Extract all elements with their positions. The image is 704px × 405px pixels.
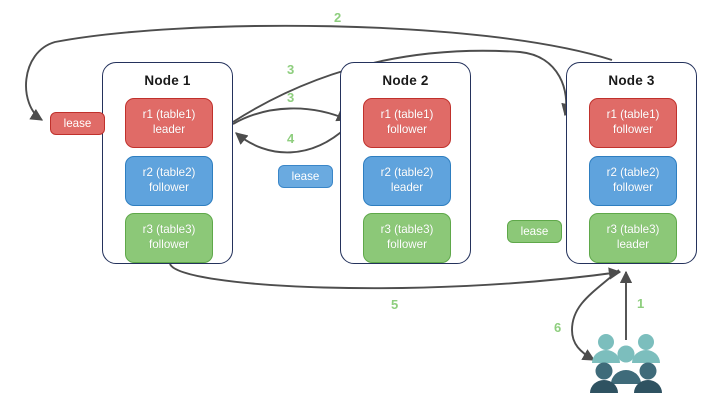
replica-role: follower — [149, 181, 189, 194]
replica-node3-r2[interactable]: r2 (table2) follower — [589, 156, 677, 206]
replica-node2-r3[interactable]: r3 (table3) follower — [363, 213, 451, 263]
replica-node1-r1[interactable]: r1 (table1) leader — [125, 98, 213, 148]
replica-role: follower — [149, 238, 189, 251]
lease-badge-blue[interactable]: lease — [278, 165, 333, 188]
replica-node2-r1[interactable]: r1 (table1) follower — [363, 98, 451, 148]
replica-role: follower — [387, 238, 427, 251]
replica-name: r2 (table2) — [380, 166, 434, 180]
node-box-1[interactable]: Node 1 r1 (table1) leader r2 (table2) fo… — [102, 62, 233, 264]
arrow-step-4 — [235, 125, 349, 154]
arrow-step-3-upper — [232, 49, 574, 123]
node-box-3[interactable]: Node 3 r1 (table1) follower r2 (table2) … — [566, 62, 697, 264]
node-title: Node 1 — [144, 73, 191, 88]
replica-role: follower — [613, 181, 653, 194]
replica-name: r2 (table2) — [142, 166, 196, 180]
replica-node2-r2[interactable]: r2 (table2) leader — [363, 156, 451, 206]
arrow-step-3-lower — [232, 107, 350, 125]
replica-name: r1 (table1) — [380, 108, 434, 122]
step-label-5: 5 — [391, 297, 399, 312]
replica-role: leader — [152, 123, 186, 136]
replica-role: follower — [613, 123, 653, 136]
step-label-4: 4 — [287, 131, 295, 146]
lease-label: lease — [63, 117, 92, 130]
replica-node1-r2[interactable]: r2 (table2) follower — [125, 156, 213, 206]
node-title: Node 2 — [382, 73, 429, 88]
replica-role: follower — [387, 123, 427, 136]
arrow-step-5 — [169, 263, 622, 290]
lease-badge-green[interactable]: lease — [507, 220, 562, 243]
replica-name: r1 (table1) — [606, 108, 660, 122]
arrow-step-2 — [25, 24, 613, 121]
replica-name: r3 (table3) — [606, 223, 660, 237]
replica-name: r3 (table3) — [142, 223, 196, 237]
lease-badge-red[interactable]: lease — [50, 112, 105, 135]
replica-node1-r3[interactable]: r3 (table3) follower — [125, 213, 213, 263]
step-label-3-upper: 3 — [287, 62, 295, 77]
node-box-2[interactable]: Node 2 r1 (table1) follower r2 (table2) … — [340, 62, 471, 264]
replica-node3-r3[interactable]: r3 (table3) leader — [589, 213, 677, 263]
lease-label: lease — [291, 170, 320, 183]
replica-role: leader — [616, 238, 650, 251]
users-icon — [590, 334, 662, 393]
step-label-6: 6 — [554, 320, 562, 335]
arrow-step-6 — [571, 269, 620, 361]
lease-label: lease — [520, 225, 549, 238]
replica-name: r2 (table2) — [606, 166, 660, 180]
replica-name: r3 (table3) — [380, 223, 434, 237]
node-title: Node 3 — [608, 73, 655, 88]
step-label-1: 1 — [637, 296, 645, 311]
step-label-2: 2 — [334, 10, 342, 25]
replica-role: leader — [390, 181, 424, 194]
step-label-3-lower: 3 — [287, 90, 295, 105]
replica-name: r1 (table1) — [142, 108, 196, 122]
replica-node3-r1[interactable]: r1 (table1) follower — [589, 98, 677, 148]
